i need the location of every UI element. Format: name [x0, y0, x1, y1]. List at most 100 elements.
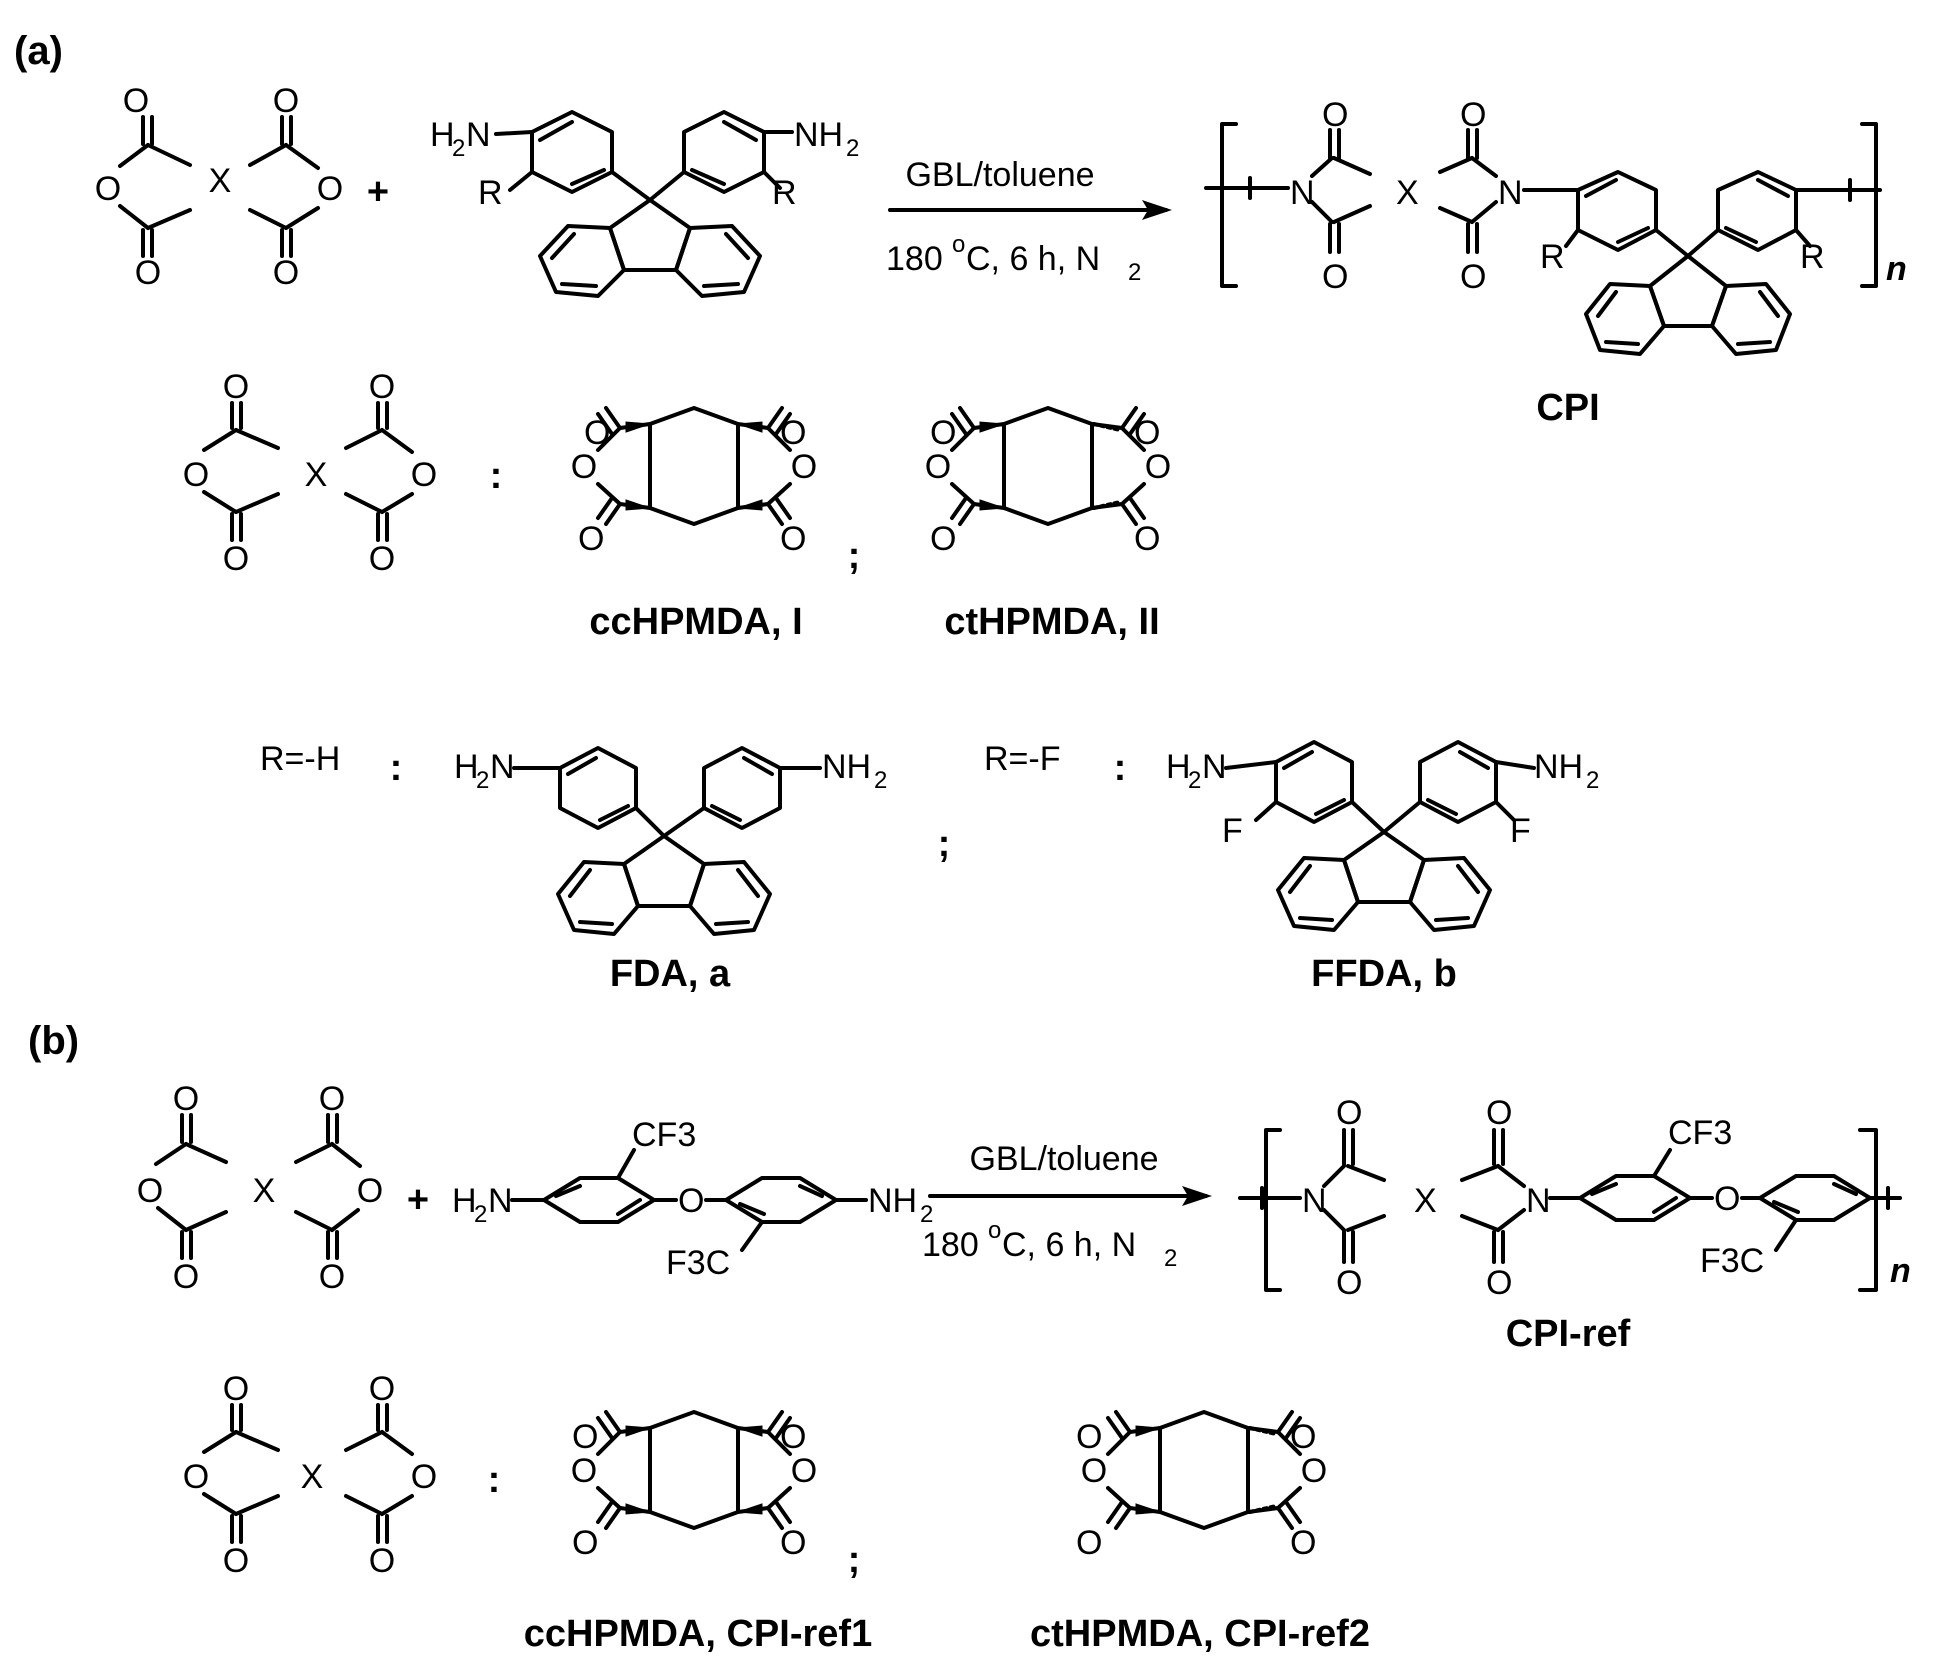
svg-text:2: 2	[476, 767, 489, 794]
svg-text:O: O	[223, 1542, 249, 1580]
conditions-top-b: GBL/toluene	[969, 1140, 1158, 1178]
svg-text:O: O	[578, 520, 604, 558]
svg-text:O: O	[273, 254, 299, 292]
svg-text:O: O	[1322, 96, 1348, 134]
svg-text:O: O	[1460, 258, 1486, 296]
svg-text:R: R	[772, 174, 797, 212]
svg-text:NH: NH	[868, 1182, 917, 1220]
colon-a2: :	[390, 747, 403, 789]
svg-text:O: O	[369, 1370, 395, 1408]
svg-text:O: O	[411, 1458, 437, 1496]
svg-text:R: R	[478, 174, 503, 212]
generic-dianhydride-a: O O O X O O O	[95, 82, 343, 292]
svg-text:O: O	[1486, 1264, 1512, 1302]
plus-sign-b: +	[407, 1179, 429, 1221]
svg-text:O: O	[95, 170, 121, 208]
cchpmda-i-label: ccHPMDA, I	[589, 601, 802, 643]
fluorene-diamine-generic: H 2 N R NH 2 R	[430, 110, 859, 298]
semicolon-b1: ;	[848, 1539, 861, 1581]
svg-text:O: O	[1076, 1524, 1102, 1562]
svg-text:R: R	[1540, 238, 1565, 276]
svg-text:O: O	[1460, 96, 1486, 134]
svg-text:N: N	[490, 748, 515, 786]
svg-text:O: O	[1336, 1094, 1362, 1132]
svg-text:O: O	[369, 368, 395, 406]
svg-text:n: n	[1886, 250, 1907, 288]
svg-text:2: 2	[920, 1201, 933, 1228]
svg-text:H: H	[452, 1182, 477, 1220]
svg-text:O: O	[780, 1524, 806, 1562]
svg-text:2: 2	[1128, 259, 1141, 286]
svg-text:C, 6 h, N: C, 6 h, N	[966, 240, 1100, 278]
svg-text:O: O	[357, 1172, 383, 1210]
cthpmda-ii-label: ctHPMDA, II	[944, 601, 1159, 643]
svg-text:O: O	[411, 456, 437, 494]
svg-text:O: O	[1301, 1452, 1327, 1490]
svg-text:N: N	[1498, 174, 1523, 212]
svg-text:X: X	[253, 1172, 276, 1210]
svg-text:H: H	[454, 748, 479, 786]
panel-b-label: (b)	[28, 1019, 79, 1063]
svg-text:CF3: CF3	[632, 1116, 696, 1154]
generic-dianhydride-a2: O O O X O O O	[183, 368, 437, 578]
svg-text:R: R	[1800, 238, 1825, 276]
svg-text:F: F	[1222, 812, 1243, 850]
svg-text:O: O	[678, 1182, 704, 1220]
svg-text:O: O	[1486, 1094, 1512, 1132]
r-f-label: R=-F	[984, 740, 1061, 778]
svg-text:180: 180	[886, 240, 943, 278]
cpi-ref-product: N O O X O O N CF3 O F3C n	[1238, 1094, 1911, 1302]
svg-text:NH: NH	[822, 748, 871, 786]
svg-text:O: O	[173, 1258, 199, 1296]
svg-text:H: H	[430, 116, 455, 154]
svg-text:O: O	[317, 170, 343, 208]
svg-text:O: O	[319, 1258, 345, 1296]
svg-text:O: O	[925, 448, 951, 486]
svg-text:o: o	[952, 231, 965, 258]
svg-text:N: N	[1302, 1182, 1327, 1220]
svg-text:H: H	[1166, 748, 1191, 786]
cchpmda-structure-b: O O O O O O	[571, 1410, 817, 1562]
r-h-label: R=-H	[260, 740, 340, 778]
svg-text:O: O	[572, 1524, 598, 1562]
svg-text:O: O	[584, 414, 610, 452]
svg-text:2: 2	[1188, 767, 1201, 794]
svg-text:X: X	[1414, 1182, 1437, 1220]
svg-text:180: 180	[922, 1226, 979, 1264]
svg-text:O: O	[223, 540, 249, 578]
semicolon-a1: ;	[848, 535, 861, 577]
panel-a-label: (a)	[14, 29, 63, 73]
cthpmda-structure-b: O O O O O O	[1076, 1410, 1327, 1562]
svg-text:X: X	[301, 1458, 324, 1496]
colon-a1: :	[490, 455, 503, 497]
svg-text:N: N	[488, 1182, 513, 1220]
svg-text:2: 2	[1164, 1245, 1177, 1272]
cpi-ref-label: CPI-ref	[1506, 1313, 1631, 1355]
svg-text:F3C: F3C	[666, 1244, 730, 1282]
svg-text:O: O	[369, 1542, 395, 1580]
svg-text:X: X	[209, 162, 232, 200]
ffda-b-label: FFDA, b	[1311, 953, 1457, 995]
svg-text:O: O	[572, 1418, 598, 1456]
svg-text:n: n	[1890, 1252, 1911, 1290]
svg-text:CF3: CF3	[1668, 1114, 1732, 1152]
svg-text:2: 2	[474, 1201, 487, 1228]
svg-text:O: O	[223, 368, 249, 406]
svg-text:NH: NH	[1534, 748, 1583, 786]
generic-dianhydride-b2: O O O X O O O	[183, 1370, 437, 1580]
svg-text:O: O	[173, 1080, 199, 1118]
svg-text:o: o	[988, 1217, 1001, 1244]
svg-text:O: O	[1290, 1418, 1316, 1456]
svg-text:O: O	[183, 456, 209, 494]
svg-text:O: O	[780, 1418, 806, 1456]
svg-text:O: O	[1134, 520, 1160, 558]
svg-text:N: N	[1526, 1182, 1551, 1220]
svg-text:O: O	[1714, 1180, 1740, 1218]
cchpmda-structure: O O O O O O	[571, 406, 817, 558]
svg-text:X: X	[1396, 174, 1419, 212]
cpi-product: N O O X O O N R R n	[1204, 96, 1907, 356]
svg-text:O: O	[1076, 1418, 1102, 1456]
